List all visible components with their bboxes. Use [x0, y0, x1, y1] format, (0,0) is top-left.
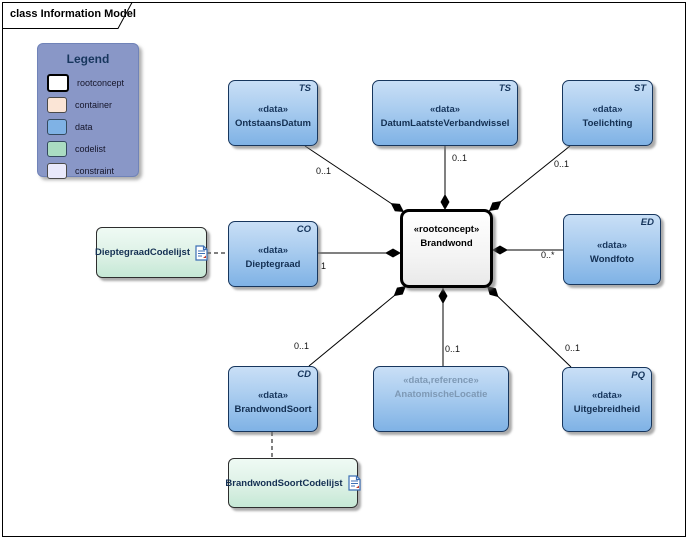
stereotype: «data»	[429, 103, 461, 115]
type-tag: CO	[296, 224, 311, 235]
node-anatomischelocatie[interactable]: «data,reference» AnatomischeLocatie	[373, 366, 509, 432]
legend-label: data	[75, 122, 93, 132]
type-tag: ST	[633, 83, 646, 94]
connector-brandwondsoort[interactable]	[308, 285, 407, 367]
stereotype: «data»	[592, 103, 623, 115]
node-name: BrandwondSoort	[234, 403, 312, 415]
node-wondfoto[interactable]: ED «data» Wondfoto	[563, 214, 661, 285]
type-tag: TS	[298, 83, 311, 94]
multiplicity-label: 0..1	[445, 344, 461, 354]
multiplicity-label: 0..1	[294, 341, 310, 351]
connector-uitgebreidheid[interactable]	[486, 285, 572, 368]
node-name: Uitgebreidheid	[573, 404, 641, 415]
node-name: Dieptegraad	[245, 258, 301, 270]
legend-item-data: data	[38, 116, 138, 138]
frame-tab: class Information Model	[2, 2, 136, 30]
multiplicity-label: 0..1	[452, 153, 468, 163]
node-name: Brandwond	[420, 238, 473, 249]
node-brandwondsoort[interactable]: CD «data» BrandwondSoort	[228, 366, 318, 432]
legend-label: codelist	[75, 144, 106, 154]
data-swatch	[47, 119, 67, 135]
stereotype: «data»	[257, 244, 289, 256]
node-dieptegraad[interactable]: CO «data» Dieptegraad	[228, 221, 318, 287]
legend-label: rootconcept	[77, 78, 125, 88]
node-name: BrandwondSoortCodelijst	[225, 477, 343, 489]
legend-item-codelist: codelist	[38, 138, 138, 160]
container-swatch	[47, 97, 67, 113]
legend-label: container	[75, 100, 113, 110]
node-toelichting[interactable]: ST «data» Toelichting	[562, 80, 653, 146]
type-tag: TS	[498, 83, 511, 94]
document-icon	[195, 244, 208, 261]
legend-item-constraint: constraint	[38, 160, 138, 182]
node-name: Toelichting	[582, 117, 633, 129]
stereotype: «rootconcept»	[413, 224, 480, 235]
node-name: OntstaansDatum	[234, 117, 311, 129]
type-tag: PQ	[631, 370, 645, 381]
node-name: DatumLaatsteVerbandwissel	[380, 117, 510, 129]
constraint-swatch	[47, 163, 67, 179]
document-icon	[347, 475, 361, 491]
multiplicity-label: 0..1	[316, 166, 332, 176]
multiplicity-label: 0..1	[565, 343, 581, 353]
type-tag: CD	[297, 369, 311, 380]
multiplicity-label: 0..*	[541, 250, 555, 260]
node-name: Wondfoto	[589, 254, 635, 265]
node-name: AnatomischeLocatie	[394, 389, 488, 400]
node-brandwondsoortcodelijst[interactable]: BrandwondSoortCodelijst	[225, 458, 361, 508]
legend-item-container: container	[38, 94, 138, 116]
multiplicity-label: 0..1	[554, 159, 570, 169]
type-tag: ED	[640, 217, 654, 228]
stereotype: «data»	[257, 389, 289, 401]
node-brandwond[interactable]: «rootconcept» Brandwond	[400, 209, 493, 288]
node-ontstaansdatum[interactable]: TS «data» OntstaansDatum	[228, 80, 318, 146]
multiplicity-label: 1	[321, 261, 327, 271]
stereotype: «data»	[257, 103, 289, 115]
frame-title: class Information Model	[10, 8, 136, 20]
node-datumlaatsteverbandwissel[interactable]: TS «data» DatumLaatsteVerbandwissel	[372, 80, 518, 146]
rootconcept-swatch	[47, 74, 69, 92]
legend-panel: Legend rootconcept container data codeli…	[37, 43, 139, 179]
stereotype: «data»	[596, 240, 628, 251]
stereotype: «data»	[591, 390, 623, 401]
stereotype: «data,reference»	[403, 375, 479, 386]
legend-title: Legend	[66, 52, 110, 66]
node-dieptegraadcodelijst[interactable]: DieptegraadCodelijst	[94, 227, 208, 278]
connector-toelichting[interactable]	[488, 145, 571, 212]
legend-item-rootconcept: rootconcept	[38, 72, 138, 94]
connector-ontstaansdatum[interactable]	[304, 145, 405, 213]
node-uitgebreidheid[interactable]: PQ «data» Uitgebreidheid	[562, 367, 652, 432]
codelist-swatch	[47, 141, 67, 157]
legend-label: constraint	[75, 166, 115, 176]
node-name: DieptegraadCodelijst	[94, 247, 191, 258]
